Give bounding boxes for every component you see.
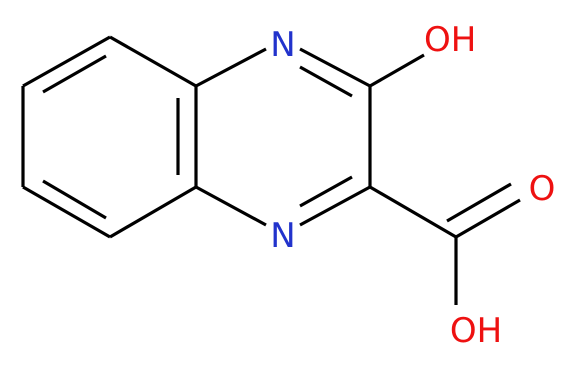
bond-c6-c5-inner (42, 179, 107, 220)
atom-nitrogen-bottom: N (270, 216, 295, 256)
atom-carbonyl-oxygen: O (529, 169, 556, 209)
bond-c2-n-bottom-inner (299, 175, 353, 208)
bond-c2-c-carboxyl (369, 185, 457, 239)
atom-nitrogen-top: N (270, 25, 295, 65)
bond-c8-c7-inner (42, 54, 107, 94)
bond-n-top-c3-inner (299, 65, 353, 98)
bond-c8-c7 (22, 35, 111, 88)
atom-hydroxyl-top: OH (424, 20, 476, 60)
substituents (369, 53, 521, 305)
bond-c5-c4a (109, 185, 197, 239)
benzene-ring (21, 35, 198, 239)
bond-c6-c5 (22, 185, 111, 239)
bond-c-carboxyl-o-double (446, 182, 512, 223)
bond-n-bottom-c4a (195, 185, 267, 227)
bond-c3-oh (369, 53, 425, 88)
bond-n-top-c3 (299, 47, 371, 88)
bond-c2-n-bottom (299, 185, 371, 227)
bond-c8a-n-top (195, 47, 267, 88)
bond-c8a-c8 (109, 35, 197, 88)
pyrazine-ring (195, 47, 372, 227)
bond-c-carboxyl-o (455, 198, 521, 239)
atom-hydroxyl-acid: OH (450, 311, 502, 351)
